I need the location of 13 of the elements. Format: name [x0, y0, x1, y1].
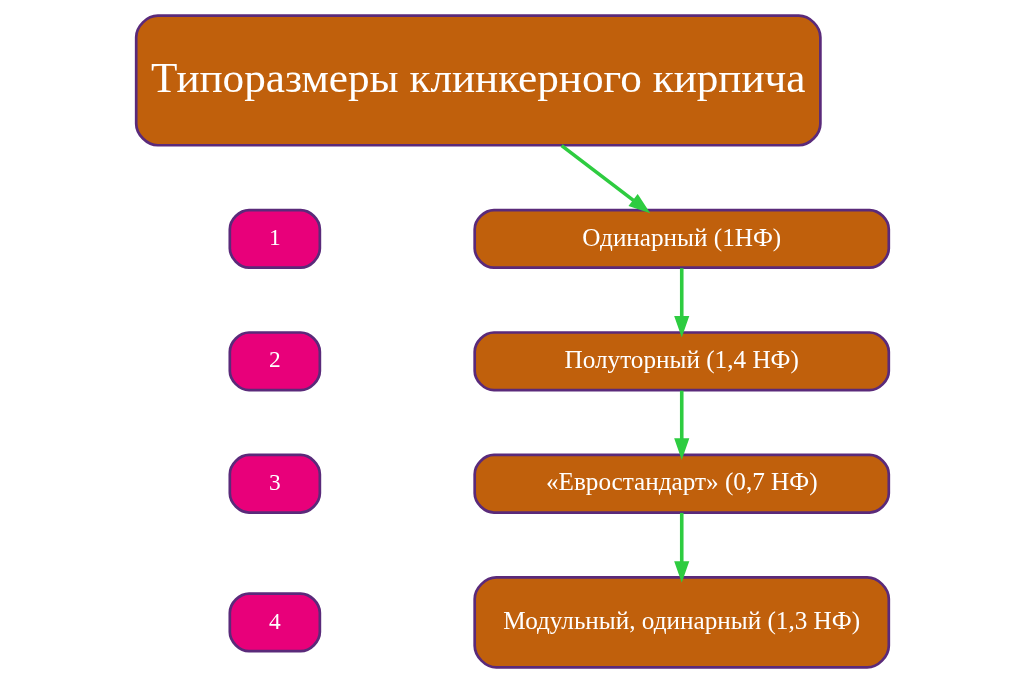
arrow: [673, 512, 689, 583]
node-box: 3: [228, 453, 321, 514]
node-box: Модульный, одинарный (1,3 НФ): [472, 576, 890, 669]
arrow: [560, 144, 650, 214]
node-box: Полуторный (1,4 НФ): [472, 331, 890, 392]
node-box: 1: [228, 208, 321, 270]
node-box: Одинарный (1НФ): [472, 208, 890, 270]
node-box: 2: [228, 331, 321, 392]
arrow: [673, 390, 689, 460]
node-box: «Евростандарт» (0,7 НФ): [472, 453, 890, 514]
node-box: Типоразмеры клинкерного кирпича: [134, 14, 822, 147]
node-box: 4: [228, 592, 321, 653]
arrow: [673, 268, 689, 338]
